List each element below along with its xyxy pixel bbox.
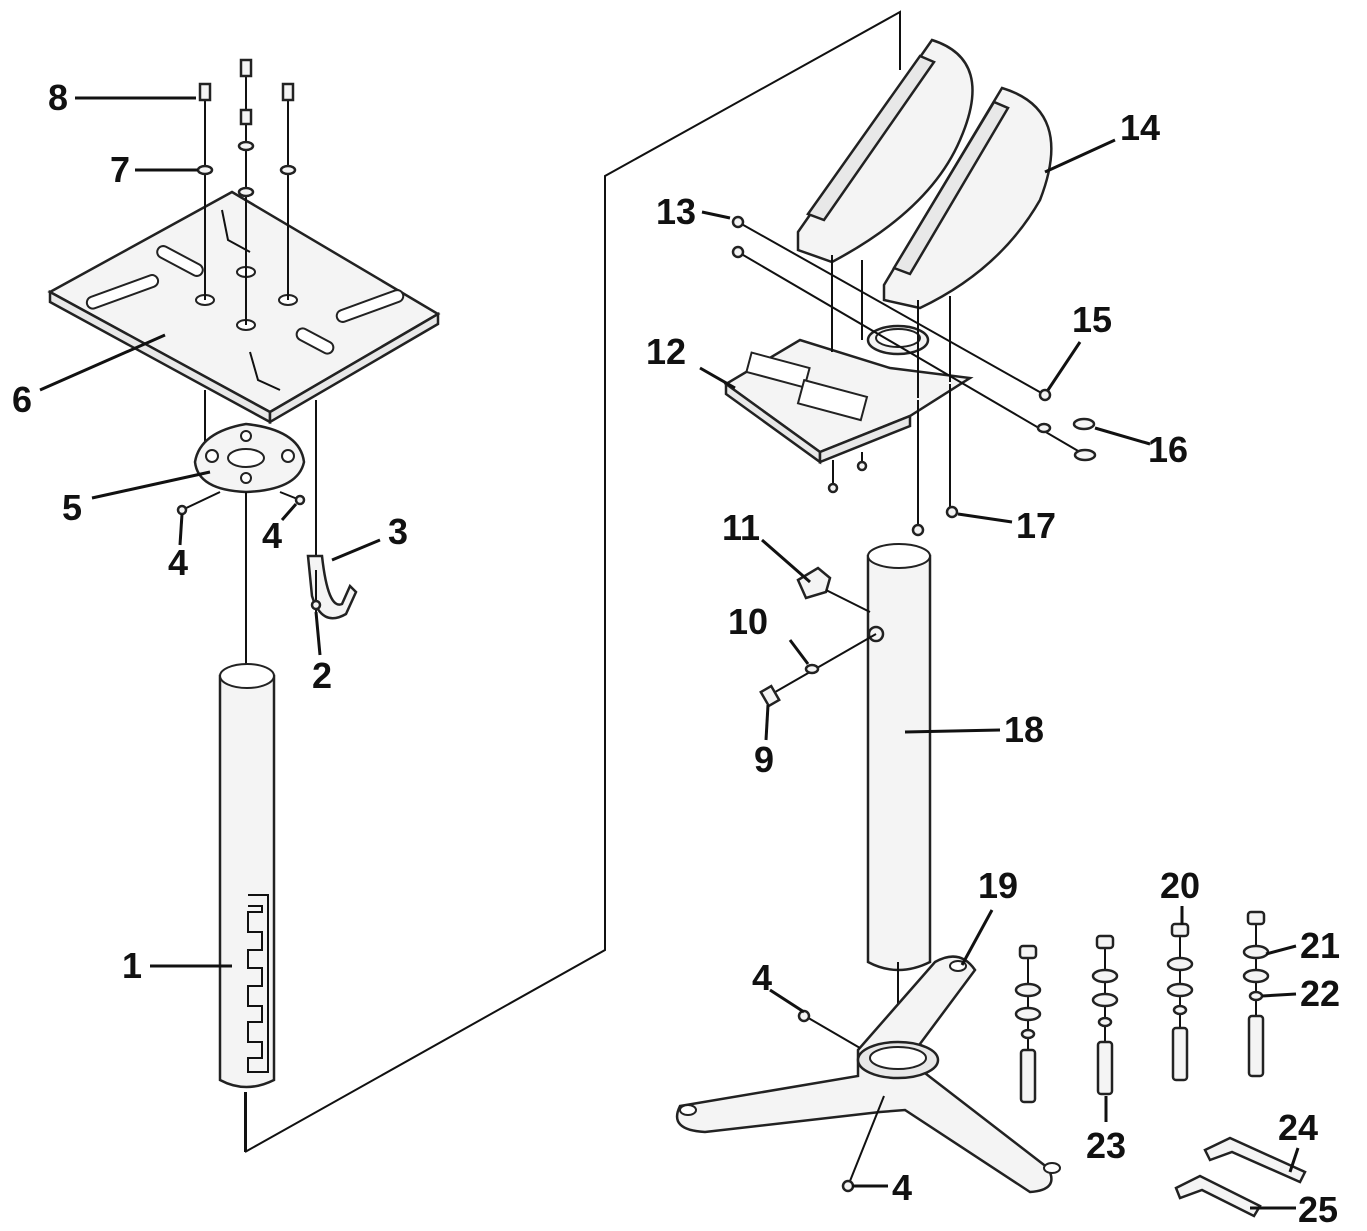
- label-2: 2: [312, 655, 332, 696]
- axle-bolts: [731, 215, 1097, 462]
- leveling-feet: [1014, 910, 1270, 1104]
- label-20: 20: [1160, 865, 1200, 906]
- label-21: 21: [1300, 925, 1340, 966]
- tray-assembly: [723, 255, 974, 494]
- label-4-right-a: 4: [752, 957, 772, 998]
- roller-heads: [796, 38, 1053, 310]
- label-4-left-b: 4: [262, 515, 282, 556]
- leader-lines: [39, 96, 1300, 1210]
- label-1: 1: [122, 945, 142, 986]
- label-15: 15: [1072, 299, 1112, 340]
- label-14: 14: [1120, 107, 1160, 148]
- label-12: 12: [646, 331, 686, 372]
- tripod-base: [675, 955, 1061, 1194]
- label-8: 8: [48, 77, 68, 118]
- label-22: 22: [1300, 973, 1340, 1014]
- label-17: 17: [1016, 505, 1056, 546]
- label-4-right-b: 4: [892, 1167, 912, 1208]
- panel-outline: [244, 10, 901, 1153]
- label-25: 25: [1298, 1189, 1338, 1230]
- label-4-left-a: 4: [168, 542, 188, 583]
- part-labels: 8 7 6 5 4 4 3 2 1 9 10 11 12 13 14 15 16…: [12, 77, 1340, 1230]
- hex-keys: [1174, 1136, 1307, 1218]
- hub: [193, 390, 317, 560]
- label-9: 9: [754, 739, 774, 780]
- label-24: 24: [1278, 1107, 1318, 1148]
- hub-screws: [176, 491, 306, 516]
- top-plate: [47, 190, 441, 425]
- column-clamp: [759, 566, 885, 708]
- label-7: 7: [110, 149, 130, 190]
- label-10: 10: [728, 601, 768, 642]
- label-23: 23: [1086, 1125, 1126, 1166]
- label-13: 13: [656, 191, 696, 232]
- label-11: 11: [722, 507, 760, 548]
- label-3: 3: [388, 511, 408, 552]
- label-19: 19: [978, 865, 1018, 906]
- label-6: 6: [12, 379, 32, 420]
- label-18: 18: [1004, 709, 1044, 750]
- screw-17: [911, 384, 959, 537]
- left-column: [218, 492, 276, 1152]
- plate-screws: [196, 58, 297, 325]
- hook: [306, 554, 358, 620]
- label-5: 5: [62, 487, 82, 528]
- label-16: 16: [1148, 429, 1188, 470]
